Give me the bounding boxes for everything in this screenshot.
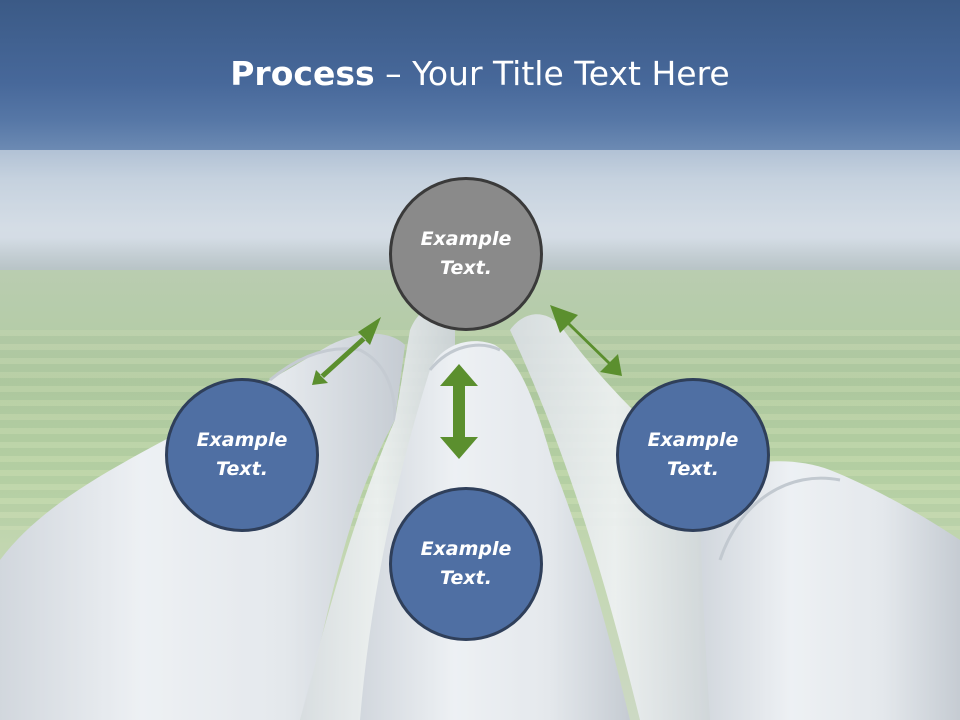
process-node-left[interactable]: Example Text. [165,378,319,532]
title-band [0,0,960,150]
node-top-line1: Example [420,228,512,250]
double-headed-arrow-icon [440,364,478,459]
slide-title: Process – Your Title Text Here [0,52,960,96]
title-rest-text: – Your Title Text Here [374,54,730,93]
node-left-line2: Text. [216,458,268,480]
node-left-line1: Example [196,429,288,451]
title-bold-text: Process [230,54,375,93]
node-bottom-line1: Example [420,538,512,560]
node-right-line2: Text. [667,458,719,480]
double-headed-arrow-icon [312,317,381,385]
process-node-bottom[interactable]: Example Text. [389,487,543,641]
node-bottom-line2: Text. [440,567,492,589]
process-node-right[interactable]: Example Text. [616,378,770,532]
process-node-top[interactable]: Example Text. [389,177,543,331]
node-right-line1: Example [647,429,739,451]
double-headed-arrow-icon [550,305,622,376]
node-top-line2: Text. [440,257,492,279]
